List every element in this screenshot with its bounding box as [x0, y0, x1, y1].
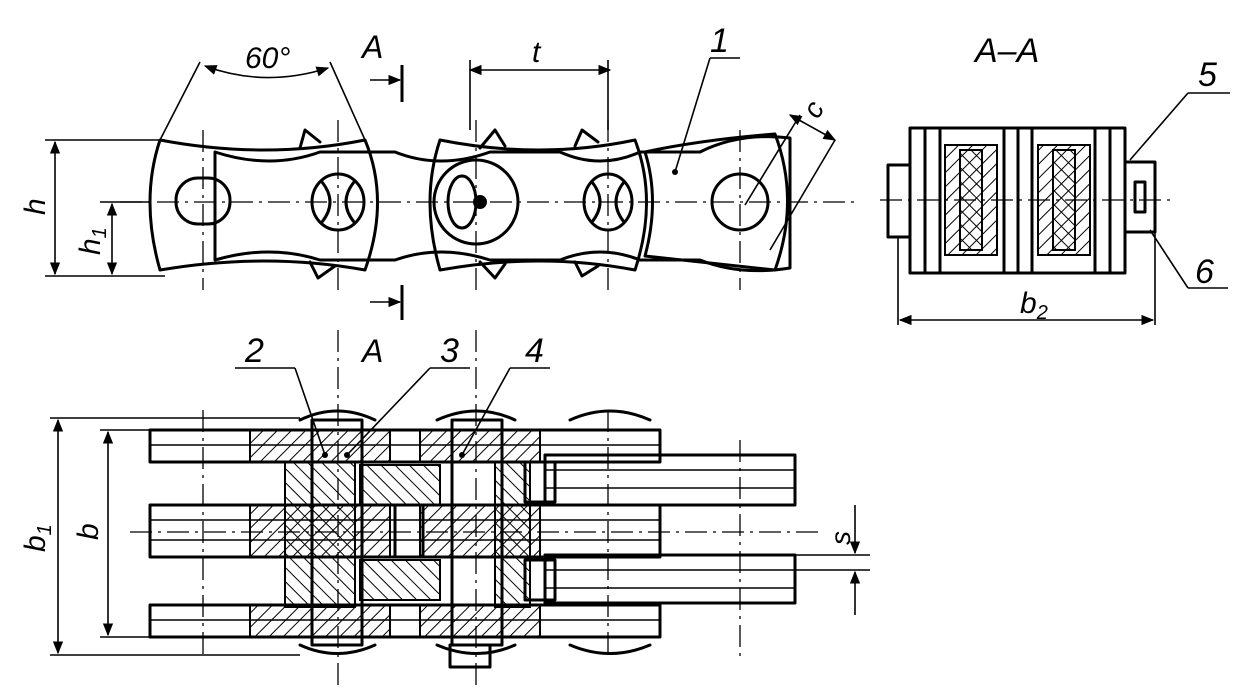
- width2-label: b2: [1020, 287, 1048, 324]
- link-plate-left: [148, 138, 379, 272]
- part-2-label: 2: [244, 332, 264, 370]
- side-view: [45, 57, 860, 320]
- height-label: h: [19, 198, 52, 215]
- clearance-label: c: [796, 95, 830, 123]
- part-4-label: 4: [525, 332, 544, 370]
- thickness-label: s: [825, 531, 856, 545]
- part-5-label: 5: [1198, 56, 1217, 94]
- part-6-label: 6: [1195, 253, 1214, 291]
- angle-label: 60°: [245, 42, 290, 75]
- section-mark-top: A: [360, 29, 383, 65]
- pin-head: [1123, 160, 1157, 234]
- width1-label: b1: [19, 524, 56, 552]
- section-mark-bottom: A: [360, 333, 383, 369]
- link-plate-middle: [428, 138, 648, 272]
- section-a-a: [880, 92, 1230, 326]
- part-3-label: 3: [440, 332, 459, 370]
- plan-view: [50, 330, 870, 690]
- height1-label: h1: [74, 227, 111, 255]
- link-plate-right: [643, 132, 789, 272]
- section-title: A–A: [973, 32, 1039, 70]
- width-label: b: [72, 523, 105, 540]
- pitch-label: t: [532, 36, 542, 69]
- part-1-label: 1: [710, 22, 729, 60]
